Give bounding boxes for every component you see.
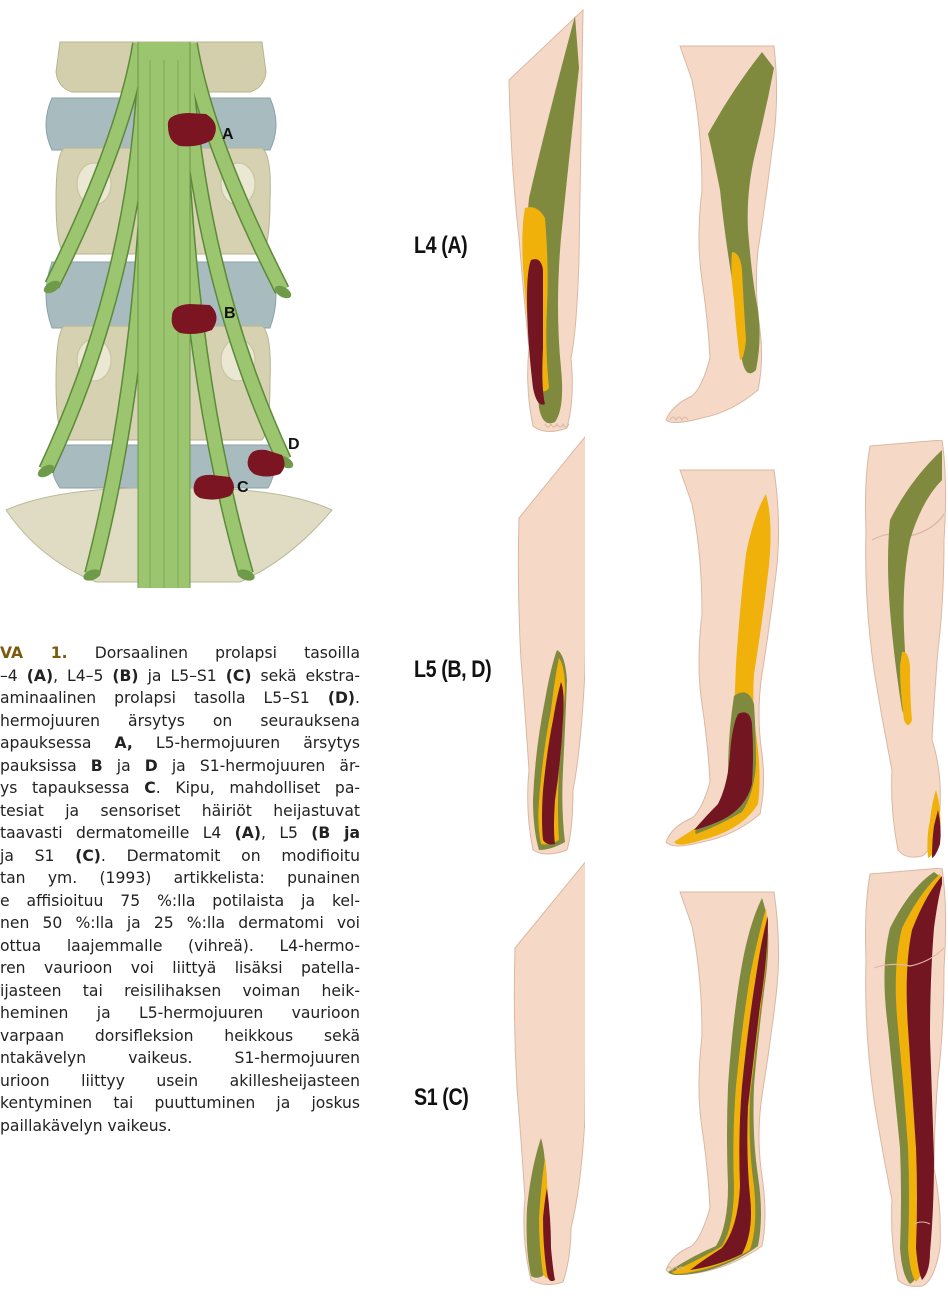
caption-line: taavasti dermatomeille L4 (A), L5 (B ja <box>0 822 360 845</box>
caption-text: ja <box>103 757 145 775</box>
caption-text: . Kipu, mahdolliset pa- <box>156 779 360 797</box>
caption-text: kentyminen tai puuttuminen ja joskus <box>0 1094 360 1112</box>
caption-text: ntakävelyn vaikeus. S1-hermojuuren <box>0 1049 360 1067</box>
caption-text: hermojuuren ärsytys on seurauksena <box>0 712 360 730</box>
caption-text: , L4–5 <box>53 667 112 685</box>
caption-text: , L5 <box>261 824 311 842</box>
caption-text: ottua laajemmalle (vihreä). L4-hermo- <box>0 937 360 955</box>
row-label-l5: L5 (B, D) <box>414 656 491 684</box>
caption-text: (B ja <box>311 824 360 842</box>
caption-line: nen 50 %:lla ja 25 %:lla dermatomi voi <box>0 912 360 935</box>
caption-text: . Dermatomit on modifioitu <box>101 847 360 865</box>
caption-text: sekä ekstra- <box>251 667 360 685</box>
caption-line: urioon liittyy usein akillesheijasteen <box>0 1070 360 1093</box>
caption-line: ottua laajemmalle (vihreä). L4-hermo- <box>0 935 360 958</box>
spine-illustration: A B D C <box>0 0 340 600</box>
caption-text: Dorsaalinen prolapsi tasoilla <box>68 644 360 662</box>
caption-text: ja S1-hermojuuren är- <box>158 757 360 775</box>
caption-text: nen 50 %:lla ja 25 %:lla dermatomi voi <box>0 914 360 932</box>
caption-text: urioon liittyy usein akillesheijasteen <box>0 1072 360 1090</box>
leg-l5-front <box>505 430 585 858</box>
caption-line: e affisioituu 75 %:lla potilaista ja kel… <box>0 890 360 913</box>
caption-line: ja S1 (C). Dermatomit on modifioitu <box>0 845 360 868</box>
caption-text: (A) <box>235 824 261 842</box>
leg-s1-back <box>850 868 948 1288</box>
figure-caption: VA 1. Dorsaalinen prolapsi tasoilla–4 (A… <box>0 642 360 1137</box>
leg-l5-back <box>850 440 948 858</box>
marker-label-d: D <box>288 436 300 453</box>
caption-text: ijasteen tai reisilihaksen voiman heik- <box>0 982 360 1000</box>
caption-text: B <box>91 757 103 775</box>
caption-line: hermojuuren ärsytys on seurauksena <box>0 710 360 733</box>
leg-l4-side <box>662 40 782 438</box>
caption-line: paillakävelyn vaikeus. <box>0 1115 360 1138</box>
caption-line: tan ym. (1993) artikkelista: punainen <box>0 867 360 890</box>
caption-text: L5-hermojuuren ärsytys <box>133 734 360 752</box>
caption-line: VA 1. Dorsaalinen prolapsi tasoilla <box>0 642 360 665</box>
caption-text: (D) <box>328 689 355 707</box>
prolapse-marker-c: C <box>194 475 249 500</box>
caption-line: apauksessa A, L5-hermojuuren ärsytys <box>0 732 360 755</box>
caption-text: tan ym. (1993) artikkelista: punainen <box>0 869 360 887</box>
caption-text: –4 <box>0 667 27 685</box>
caption-figure-label: VA 1. <box>0 644 68 662</box>
caption-text: D <box>145 757 158 775</box>
caption-line: aminaalinen prolapsi tasolla L5–S1 (D). <box>0 687 360 710</box>
caption-text: (A) <box>27 667 53 685</box>
caption-text: pauksissa <box>0 757 91 775</box>
caption-line: varpaan dorsifleksion heikkous sekä <box>0 1025 360 1048</box>
leg-s1-side <box>662 886 782 1284</box>
caption-text: ren vaurioon voi liittyä lisäksi patella… <box>0 959 360 977</box>
caption-line: –4 (A), L4–5 (B) ja L5–S1 (C) sekä ekstr… <box>0 665 360 688</box>
marker-label-a: A <box>222 126 234 143</box>
caption-text: (C) <box>75 847 101 865</box>
caption-line: ntakävelyn vaikeus. S1-hermojuuren <box>0 1047 360 1070</box>
caption-text: aminaalinen prolapsi tasolla L5–S1 <box>0 689 328 707</box>
row-label-l4: L4 (A) <box>414 232 467 260</box>
caption-text: heminen ja L5-hermojuuren vaurioon <box>0 1004 360 1022</box>
caption-line: pauksissa B ja D ja S1-hermojuuren är- <box>0 755 360 778</box>
caption-text: apauksessa <box>0 734 115 752</box>
row-label-s1: S1 (C) <box>414 1084 468 1112</box>
caption-text: ja L5–S1 <box>139 667 226 685</box>
caption-text: tesiat ja sensoriset häiriöt heijastuvat <box>0 802 360 820</box>
caption-text: ja S1 <box>0 847 75 865</box>
caption-line: kentyminen tai puuttuminen ja joskus <box>0 1092 360 1115</box>
caption-line: heminen ja L5-hermojuuren vaurioon <box>0 1002 360 1025</box>
caption-text: varpaan dorsifleksion heikkous sekä <box>0 1027 360 1045</box>
caption-text: ys tapauksessa <box>0 779 144 797</box>
caption-line: tesiat ja sensoriset häiriöt heijastuvat <box>0 800 360 823</box>
caption-text: (C) <box>226 667 252 685</box>
caption-line: ijasteen tai reisilihaksen voiman heik- <box>0 980 360 1003</box>
caption-text: . <box>355 689 360 707</box>
leg-s1-front <box>505 858 585 1288</box>
caption-text: C <box>144 779 155 797</box>
caption-text: (B) <box>112 667 138 685</box>
marker-label-c: C <box>237 479 249 496</box>
caption-text: e affisioituu 75 %:lla potilaista ja kel… <box>0 892 360 910</box>
caption-text: taavasti dermatomeille L4 <box>0 824 235 842</box>
caption-line: ren vaurioon voi liittyä lisäksi patella… <box>0 957 360 980</box>
marker-label-b: B <box>224 305 236 322</box>
leg-l5-side <box>662 464 782 856</box>
caption-line: ys tapauksessa C. Kipu, mahdolliset pa- <box>0 777 360 800</box>
caption-text: A, <box>115 734 133 752</box>
caption-text: paillakävelyn vaikeus. <box>0 1117 172 1135</box>
leg-l4-front <box>505 8 585 436</box>
